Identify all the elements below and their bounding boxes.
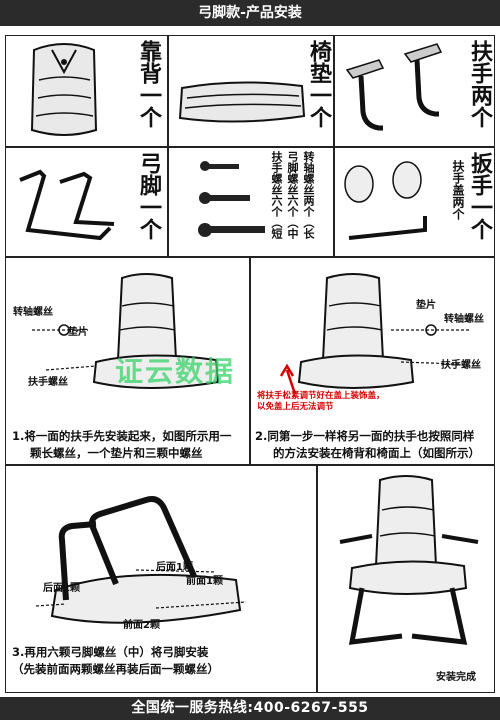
part-armrests-cell: 扶手两个 xyxy=(334,35,495,147)
step3-back1-label: 后面1颗 xyxy=(156,562,193,573)
done-cell: 安装完成 xyxy=(317,465,495,693)
leg-screw-label: 弓脚螺丝六个（中 xyxy=(286,151,299,239)
step1-cell: 转轴螺丝 垫片 扶手螺丝 1.将一面的扶手先安装起来，如图所示用一颗长螺丝，一个… xyxy=(5,257,250,465)
armrests-label: 扶手两个 xyxy=(467,40,492,128)
step3-back1b-label: 后面1颗 xyxy=(43,583,80,594)
part-screws-cell: 转轴螺丝两个（长 弓脚螺丝六个（中 扶手螺丝六个（短 xyxy=(168,147,334,257)
step1-axis-screw-label: 转轴螺丝 xyxy=(13,307,53,318)
step2-instructions: 2.同第一步一样将另一面的扶手也按照同样的方法安装在椅背和椅面上（如图所示） xyxy=(255,429,480,460)
page-title: 弓脚款-产品安装 xyxy=(0,0,500,26)
done-label: 安装完成 xyxy=(436,672,476,683)
part-covers-wrench-cell: 扶手盖两个 扳手一个 xyxy=(334,147,495,257)
arm-screw-label: 扶手螺丝六个（短 xyxy=(270,151,283,239)
legs-label: 弓脚一个 xyxy=(136,152,161,240)
part-seat-cell: 椅垫一个 xyxy=(168,35,334,147)
seat-illustration xyxy=(178,81,306,123)
step2-axis-screw-label: 转轴螺丝 xyxy=(444,314,484,325)
watermark: 证云数据 xyxy=(115,355,236,388)
legs-illustration xyxy=(19,169,115,241)
step2-illustration xyxy=(279,273,471,395)
part-backrest-cell: 靠背一个 xyxy=(5,35,168,147)
wrench-label: 扳手一个 xyxy=(467,152,492,240)
step3-illustration xyxy=(35,496,247,624)
part-legs-cell: 弓脚一个 xyxy=(5,147,168,257)
covers-wrench-illustration xyxy=(344,161,427,240)
finished-chair-illustration xyxy=(339,475,479,645)
step2-washer-label: 垫片 xyxy=(416,300,436,311)
screws-illustration xyxy=(198,161,265,237)
covers-label: 扶手盖两个 xyxy=(451,160,465,220)
step1-instructions: 1.将一面的扶手先安装起来，如图所示用一颗长螺丝，一个垫片和三颗中螺丝 xyxy=(12,429,232,460)
service-hotline: 全国统一服务热线:400-6267-555 xyxy=(0,697,500,720)
step3-cell: 后面1颗 前面1颗 后面1颗 前面2颗 3.再用六颗弓脚螺丝（中）将弓脚安装（先… xyxy=(5,465,317,693)
step2-note: 将扶手松紧调节好在盖上装饰盖，以免盖上后无法调节 xyxy=(257,391,385,412)
step3-instructions: 3.再用六颗弓脚螺丝（中）将弓脚安装（先装前面两颗螺丝再装后面一颗螺丝） xyxy=(12,645,219,676)
armrests-illustration xyxy=(345,43,443,131)
step2-cell: 垫片 转轴螺丝 扶手螺丝 将扶手松紧调节好在盖上装饰盖，以免盖上后无法调节 2.… xyxy=(250,257,495,465)
step2-arm-screw-label: 扶手螺丝 xyxy=(441,360,481,371)
backrest-illustration xyxy=(30,43,98,136)
backrest-label: 靠背一个 xyxy=(136,40,161,128)
step3-front1-label: 前面1颗 xyxy=(186,576,223,587)
step1-illustration xyxy=(32,273,220,389)
step1-arm-screw-label: 扶手螺丝 xyxy=(28,377,68,388)
axis-screw-label: 转轴螺丝两个（长 xyxy=(302,151,315,239)
step3-front2-label: 前面2颗 xyxy=(123,620,160,631)
seat-label: 椅垫一个 xyxy=(306,40,331,128)
step1-washer-label: 垫片 xyxy=(68,327,88,338)
